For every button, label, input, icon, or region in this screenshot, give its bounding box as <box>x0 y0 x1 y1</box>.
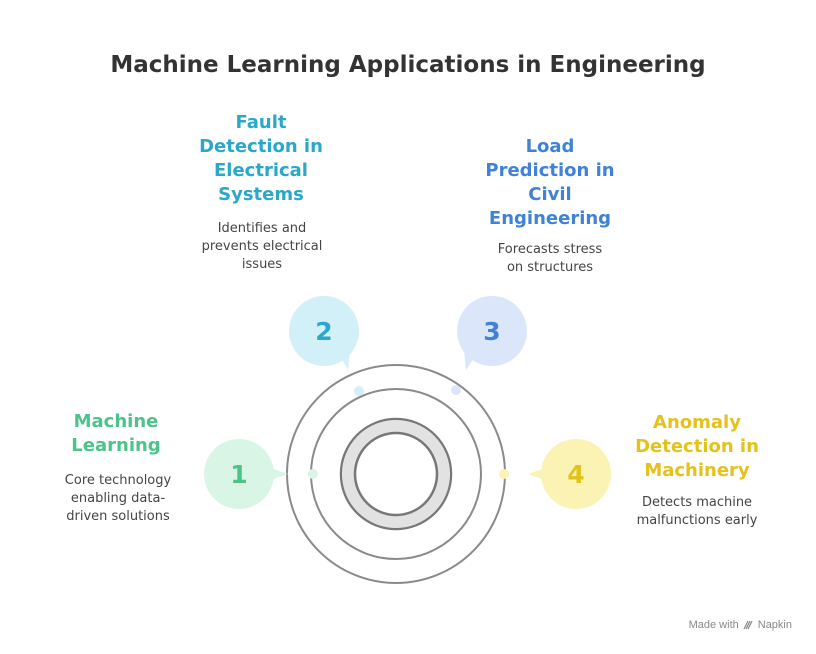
core-inner-ring <box>353 431 439 517</box>
made-with-napkin[interactable]: Made with Napkin <box>689 619 792 631</box>
core-ring <box>339 417 453 531</box>
badge-1-circle <box>204 439 274 509</box>
badge-3-circle <box>457 296 527 366</box>
badge-4-pointer <box>528 468 545 480</box>
ring-marker-1 <box>308 469 318 479</box>
item-1-heading: Machine Learning <box>71 411 161 456</box>
badge-1-pointer <box>271 468 288 480</box>
made-with-label: Made with <box>688 619 739 631</box>
badge-2-number: 2 <box>315 317 332 346</box>
item-4-heading: Anomaly Detection in Machinery <box>635 412 759 481</box>
napkin-logo-icon <box>743 620 753 629</box>
core-ring-band <box>342 420 450 528</box>
badge-1: 1 <box>204 439 318 509</box>
item-4-description: Detects machine malfunctions early <box>636 495 758 528</box>
badge-4: 4 <box>499 439 611 509</box>
ring-marker-4 <box>499 469 509 479</box>
item-1-description: Core technology enabling data- driven so… <box>64 473 172 524</box>
item-3-description: Forecasts stress on structures <box>497 242 603 275</box>
diagram-title: Machine Learning Applications in Enginee… <box>110 52 706 78</box>
ring-marker-3 <box>451 385 461 395</box>
item-2-description: Identifies and prevents electrical issue… <box>201 221 323 272</box>
badge-3-number: 3 <box>483 317 500 346</box>
badge-4-circle <box>541 439 611 509</box>
item-2-heading: Fault Detection in Electrical Systems <box>199 112 323 205</box>
badge-1-number: 1 <box>230 460 247 489</box>
badge-2-circle <box>289 296 359 366</box>
item-3-heading: Load Prediction in Civil Engineering <box>485 136 615 229</box>
badge-2: 2 <box>289 296 364 396</box>
ring-marker-2 <box>354 386 364 396</box>
napkin-brand: Napkin <box>757 619 792 631</box>
badge-4-number: 4 <box>567 460 584 489</box>
badge-3: 3 <box>451 296 527 395</box>
